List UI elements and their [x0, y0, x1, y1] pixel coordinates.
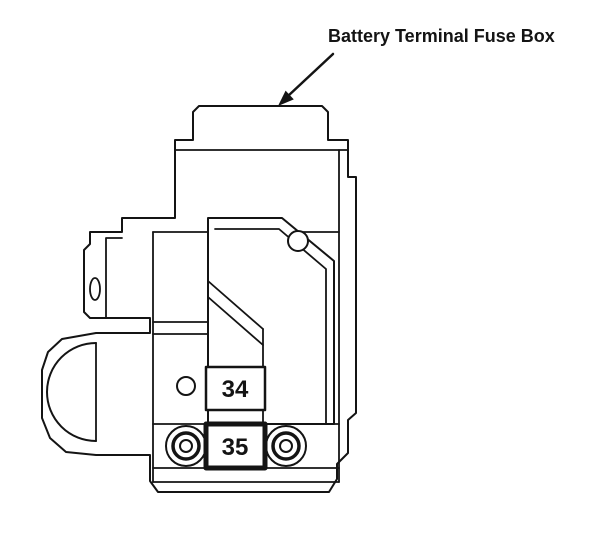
cable-clamp-notch-arc [46, 342, 97, 442]
bolt-center [179, 439, 193, 453]
fuse-35-box [203, 421, 268, 471]
diagram-title: Battery Terminal Fuse Box [328, 26, 555, 46]
terminal-bolt-left [165, 425, 207, 467]
fuse-box-outline [41, 105, 357, 493]
leader-arrow-icon [278, 52, 335, 106]
mounting-hole-left [176, 376, 196, 396]
mounting-hole-top-right [287, 230, 309, 252]
bracket-slot [89, 277, 101, 301]
fuse-34-box [204, 365, 267, 412]
fuse-cover-fold-line-a [207, 280, 264, 330]
fuse-35-label: 35 [222, 434, 249, 461]
bolt-center [279, 439, 293, 453]
leader-arrow-head [278, 90, 294, 106]
fuse-34-label: 34 [222, 376, 249, 403]
fuse-cover-fold-line-b [207, 296, 264, 346]
bracket-inner-lines [105, 237, 123, 319]
leader-arrow-line [286, 52, 335, 98]
terminal-bolt-right [265, 425, 307, 467]
